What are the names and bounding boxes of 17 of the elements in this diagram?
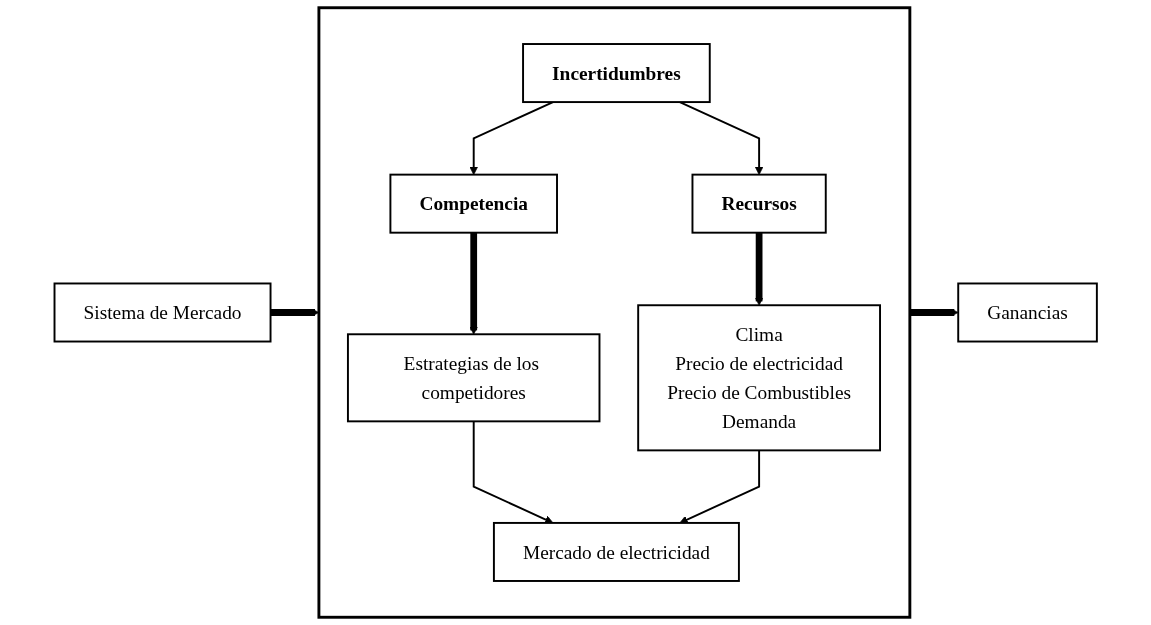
arrow	[469, 101, 554, 175]
arrow	[909, 308, 959, 317]
cluster	[317, 6, 912, 619]
node-box: Estrategias de los competidores	[346, 333, 601, 423]
node-box: Sistema de Mercado	[53, 282, 272, 343]
node-box: Mercado de electricidad	[492, 521, 740, 582]
arrow	[678, 101, 764, 175]
node-box: Clima Precio de electricidad Precio de Combustibles Demanda	[637, 304, 881, 452]
arrow	[754, 232, 764, 306]
node-box: Incertidumbres	[521, 43, 711, 104]
node-box: Recursos	[691, 173, 827, 234]
node-box: Competencia	[389, 173, 558, 234]
node-box: Ganancias	[957, 282, 1098, 343]
arrow	[472, 420, 554, 524]
arrow	[469, 232, 478, 335]
arrow	[679, 449, 760, 524]
arrow	[270, 308, 320, 317]
